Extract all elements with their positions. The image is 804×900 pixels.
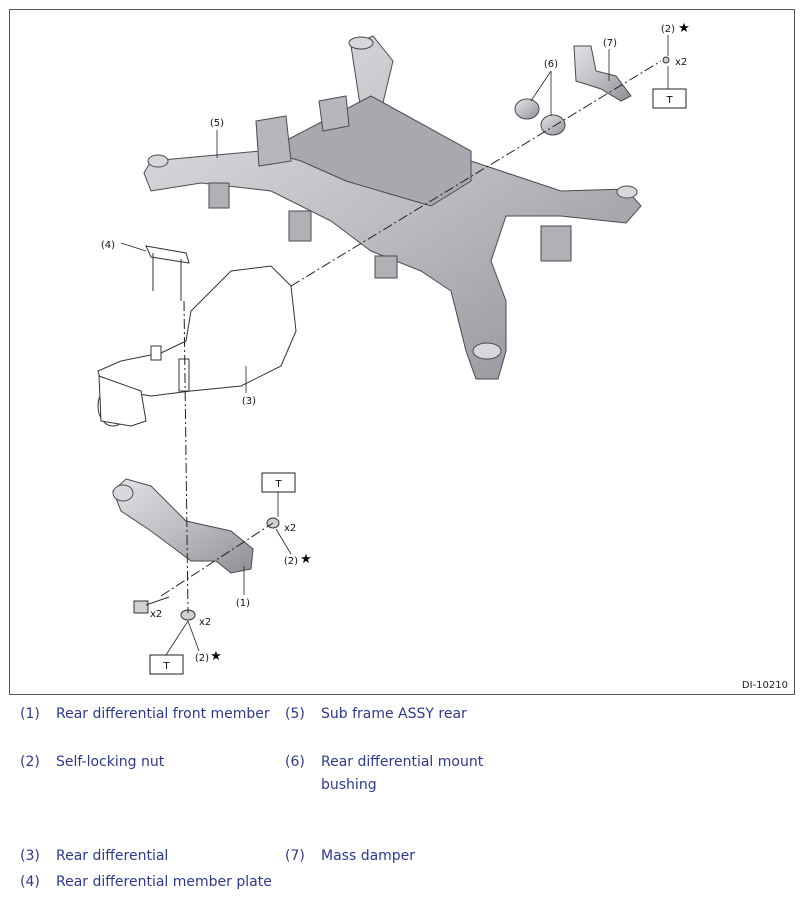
multiplier-mid: x2 [284, 523, 296, 534]
star-bottom: ★ [210, 649, 222, 664]
legend-num: (7) [285, 848, 305, 864]
legend-text: Sub frame ASSY rear [321, 706, 467, 722]
legend-num: (6) [285, 754, 305, 770]
multiplier-bottom: x2 [199, 617, 211, 628]
diagram-frame: T T T (5) (4) (3) (1) (6) (7) (2) (2) (2… [9, 9, 795, 695]
legend-item-6: (6) Rear differential mount bushing [285, 751, 491, 797]
legend-item-2: (2) Self-locking nut [20, 751, 164, 774]
legend-text: Self-locking nut [56, 754, 165, 770]
star-top: ★ [678, 21, 690, 36]
fasteners [133, 56, 670, 621]
assembly-lines [160, 60, 662, 614]
rear-differential [97, 265, 297, 427]
member-plate [145, 245, 190, 301]
legend-text: Rear differential member plate [56, 874, 272, 890]
mount-bushings [514, 98, 566, 136]
callout-3: (3) [242, 396, 256, 407]
legend-text: Rear differential [56, 848, 169, 864]
star-mid: ★ [300, 552, 312, 567]
legend-item-1: (1) Rear differential front member [20, 703, 270, 726]
legend-text: Rear differential front member [56, 706, 270, 722]
figure-id: DI-10210 [741, 680, 788, 691]
legend-item-3: (3) Rear differential [20, 845, 168, 868]
callout-2-bottom: (2) [195, 653, 209, 664]
torque-label-mid: T [274, 479, 282, 490]
callout-1: (1) [236, 598, 250, 609]
callout-4: (4) [101, 240, 115, 251]
legend-num: (2) [20, 754, 40, 770]
callout-2-top: (2) [661, 24, 675, 35]
legend-text: Rear differential mount bushing [321, 754, 484, 793]
callout-5: (5) [210, 118, 224, 129]
multiplier-bolt: x2 [150, 609, 162, 620]
legend-item-5: (5) Sub frame ASSY rear [285, 703, 467, 726]
torque-boxes [149, 88, 687, 675]
callout-2-mid: (2) [284, 556, 298, 567]
leader-lines [120, 35, 669, 656]
legend-num: (3) [20, 848, 40, 864]
callout-7: (7) [603, 38, 617, 49]
legend-num: (1) [20, 706, 40, 722]
multiplier-top: x2 [675, 57, 687, 68]
exploded-diagram: T T T (5) (4) (3) (1) (6) (7) (2) (2) (2… [97, 21, 690, 675]
mass-damper [573, 45, 632, 102]
front-member [112, 478, 254, 574]
legend-text: Mass damper [321, 848, 416, 864]
sub-frame-assy [143, 35, 642, 380]
callout-6: (6) [544, 59, 558, 70]
torque-label-top: T [665, 95, 673, 106]
legend-num: (4) [20, 874, 40, 890]
torque-label-bottom: T [162, 661, 170, 672]
legend-item-7: (7) Mass damper [285, 845, 415, 868]
legend-item-4: (4) Rear differential member plate [20, 871, 272, 894]
legend-num: (5) [285, 706, 305, 722]
